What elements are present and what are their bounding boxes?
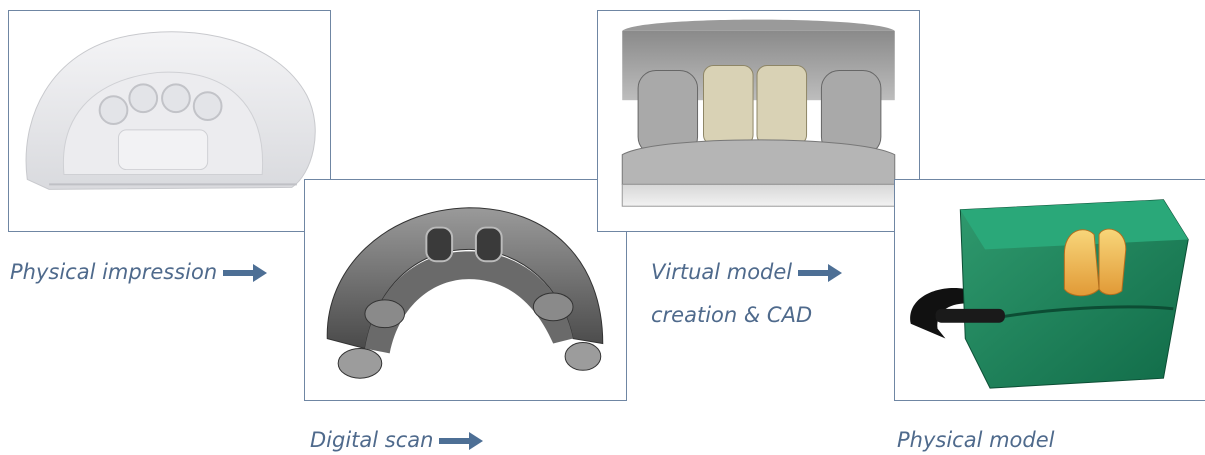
digital-scan-label: Digital scan [310,428,433,452]
physical-model-label: Physical model [897,428,1055,452]
right-arrow-icon [223,264,267,282]
virtual-model-image [597,10,920,232]
physical-model-caption: Physical model [897,426,1055,455]
physical-impression-image [8,10,331,232]
physical-model-image [894,179,1205,401]
virtual-model-label-line1: Virtual model [651,260,792,284]
right-arrow-icon [798,264,842,282]
digital-scan-caption: Digital scan [310,426,483,455]
physical-impression-label: Physical impression [10,260,217,284]
virtual-model-label-line2: creation & CAD [651,301,842,330]
right-arrow-icon [439,432,483,450]
virtual-model-caption: Virtual model creation & CAD [651,258,842,330]
physical-impression-caption: Physical impression [10,258,267,287]
digital-scan-image [304,179,627,401]
